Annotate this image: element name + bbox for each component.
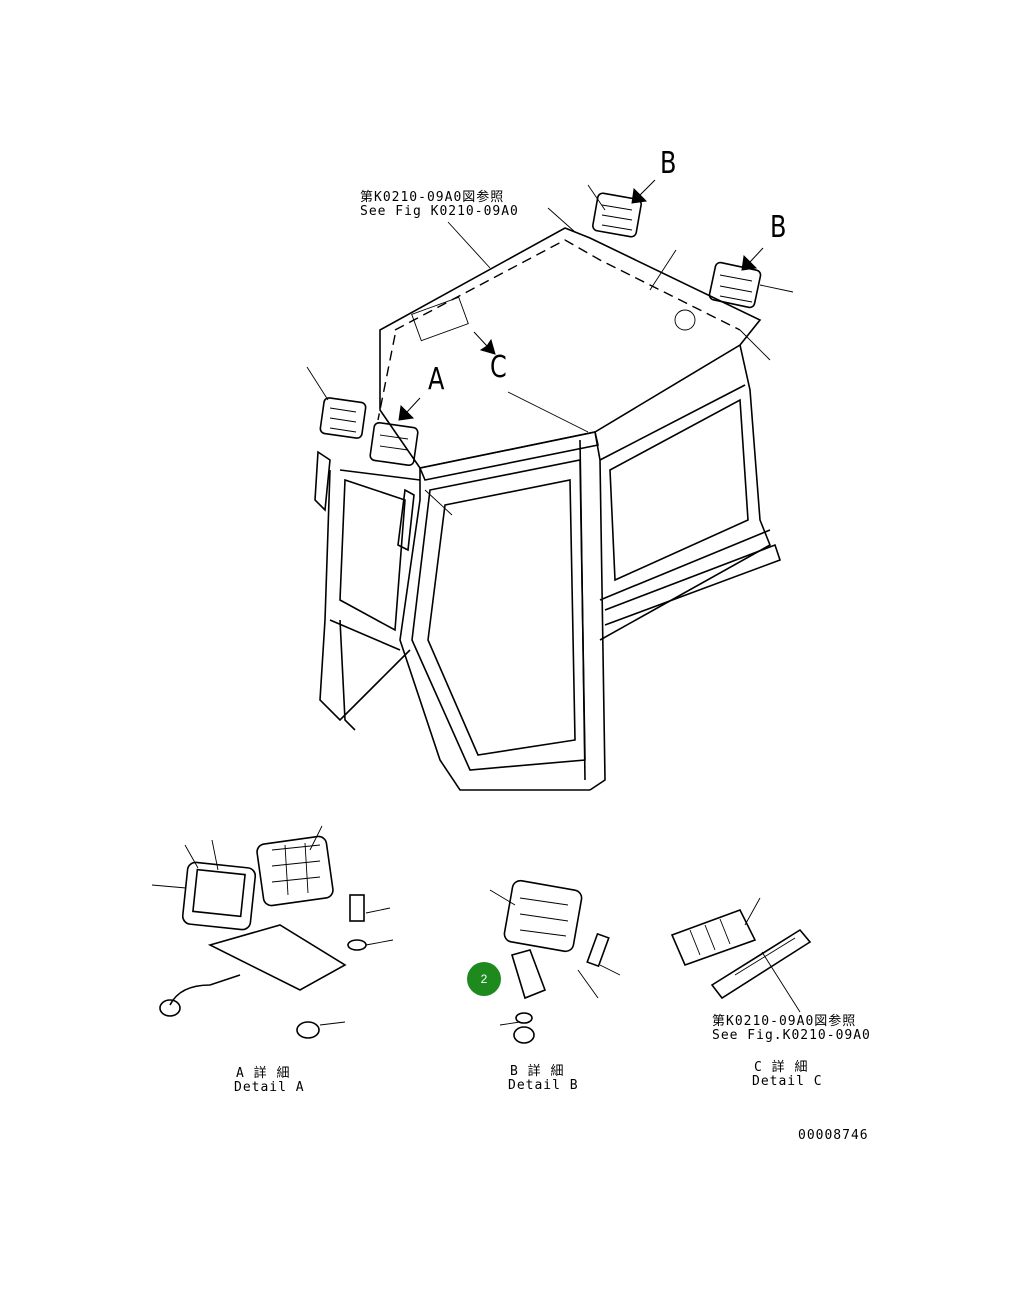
detail-a-title-en: Detail A <box>234 1080 305 1095</box>
cab-lamps <box>319 192 762 467</box>
view-marker-c: C <box>490 350 507 385</box>
detail-c-ref-jp: 第K0210-09A0図参照 <box>712 1014 857 1029</box>
view-marker-a: A <box>428 362 445 397</box>
view-marker-b-1: B <box>660 146 677 181</box>
detail-a-title-jp: A 詳 細 <box>236 1066 291 1081</box>
detail-c-title-en: Detail C <box>752 1074 823 1089</box>
detail-c-parts <box>670 897 812 1013</box>
top-ref-en: See Fig K0210-09A0 <box>360 204 519 219</box>
detail-b-title-jp: B 詳 細 <box>510 1064 565 1079</box>
detail-c-ref-en: See Fig.K0210-09A0 <box>712 1028 871 1043</box>
view-marker-b-2: B <box>770 210 787 245</box>
detail-a-parts <box>151 825 394 1039</box>
detail-b-parts <box>489 879 621 1044</box>
figure-code: 00008746 <box>798 1128 869 1143</box>
part-callout-2[interactable]: 2 <box>467 962 501 996</box>
cab-frame <box>314 227 782 791</box>
leader-lines <box>306 184 794 516</box>
detail-b-title-en: Detail B <box>508 1078 579 1093</box>
detail-c-title-jp: C 詳 細 <box>754 1060 809 1075</box>
view-arrows <box>398 179 764 421</box>
top-ref-jp: 第K0210-09A0図参照 <box>360 190 505 205</box>
